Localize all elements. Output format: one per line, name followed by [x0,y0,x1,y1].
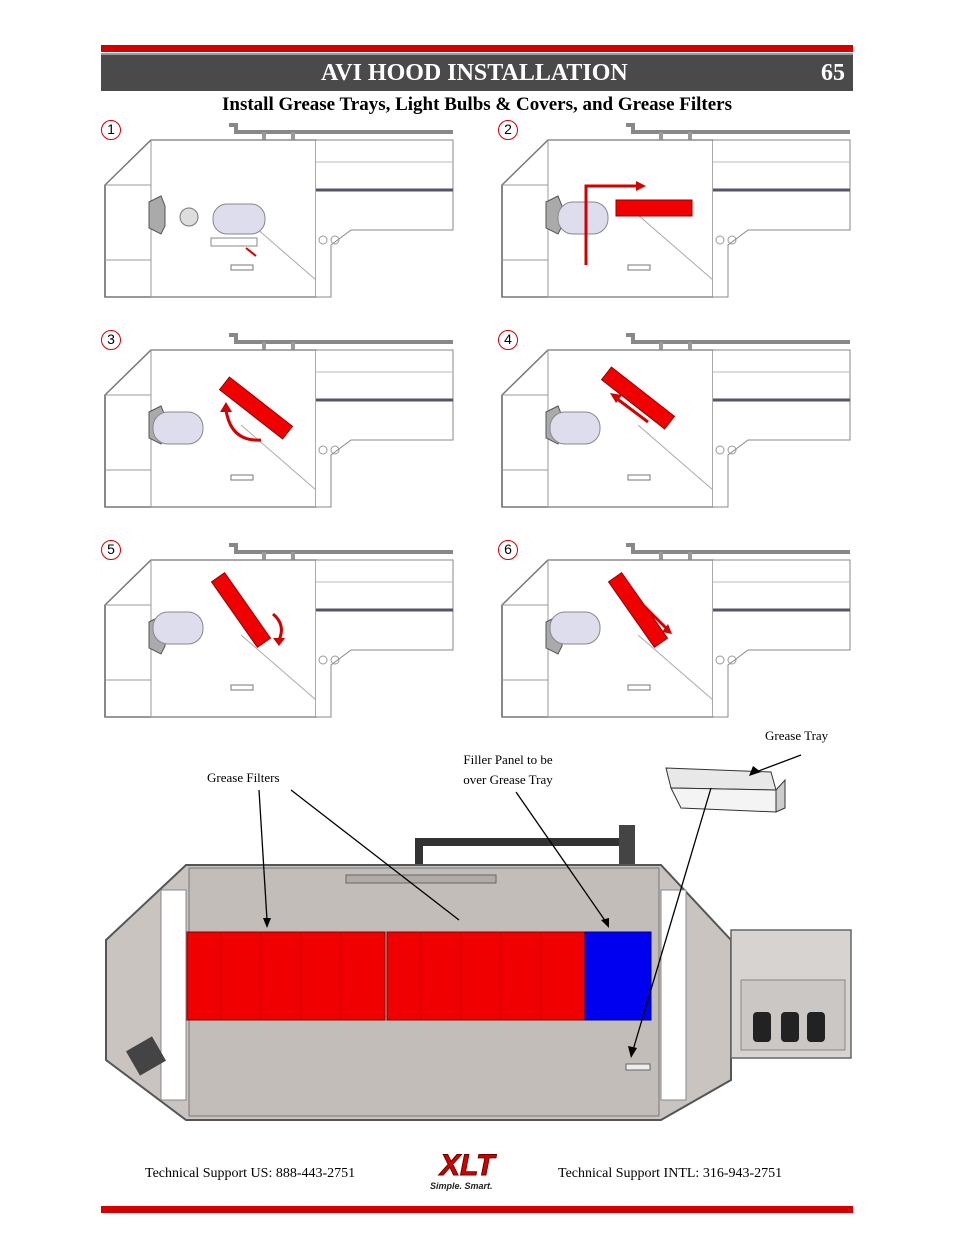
grease-filters-label: Grease Filters [207,770,280,785]
svg-text:Simple. Smart.: Simple. Smart. [430,1181,493,1191]
hood-illustration [103,333,455,509]
page-number: 65 [821,60,845,86]
step-number-badge: 4 [498,330,518,350]
hood-illustration [500,123,852,299]
step-2-diagram: 2 [498,120,852,299]
step-5-diagram: 5 [101,540,455,719]
step-number-badge: 6 [498,540,518,560]
step-6-diagram: 6 [498,540,852,719]
support-intl-text: Technical Support INTL: 316-943-2751 [558,1166,783,1181]
section-header: AVI HOOD INSTALLATION 65 [101,53,853,91]
filler-panel-label: Filler Panel to be over Grease Tray [448,750,568,790]
hood-illustration [500,543,852,719]
step-1-diagram: 1 [101,120,455,299]
step-3-diagram: 3 [101,330,455,509]
hood-illustration [103,543,455,719]
step-4-diagram: 4 [498,330,852,509]
svg-text:XLT: XLT [438,1149,497,1182]
page-title: AVI HOOD INSTALLATION [321,60,628,86]
step-number-badge: 2 [498,120,518,140]
step-number-badge: 5 [101,540,121,560]
hood-illustration [500,333,852,509]
top-red-bar [101,45,853,52]
hood-overview-diagram [105,754,852,1121]
hood-illustration [103,123,455,299]
grease-tray-illustration [665,767,786,813]
filler-panel-label-line2: over Grease Tray [463,772,553,787]
filler-panel-label-line1: Filler Panel to be [463,752,553,767]
step-number-badge: 1 [101,120,121,140]
step-number-badge: 3 [101,330,121,350]
xlt-logo-mark: XLT Simple. Smart. [430,1149,498,1192]
grease-tray-label: Grease Tray [765,728,829,743]
xlt-logo: XLT Simple. Smart. [428,1145,528,1193]
support-us-text: Technical Support US: 888-443-2751 [145,1166,356,1181]
bottom-red-bar [101,1206,853,1213]
page-subtitle: Install Grease Trays, Light Bulbs & Cove… [221,94,732,115]
